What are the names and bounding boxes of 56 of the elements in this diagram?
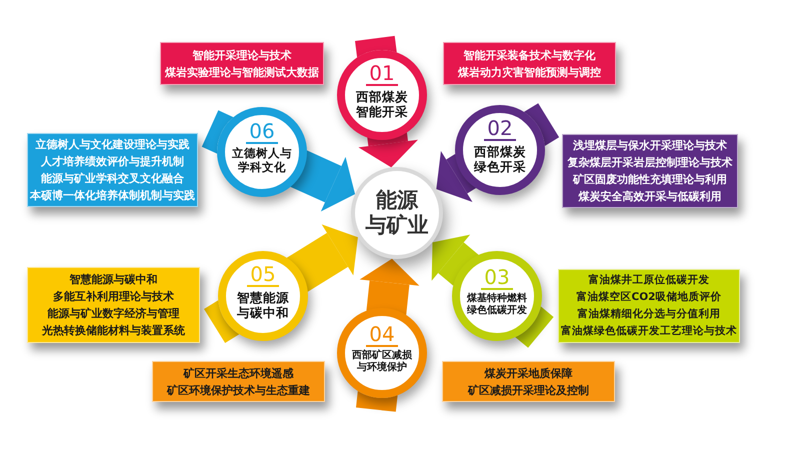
topic-item: 智慧能源与碳中和 — [70, 272, 158, 288]
topic-item: 富油煤井工原位低碳开发 — [588, 272, 710, 288]
topic-item: 多能互补利用理论与技术 — [53, 289, 174, 305]
topic-circle — [455, 105, 545, 195]
topic-item: 能源与矿业学科交叉文化融合 — [41, 171, 184, 187]
topic-box — [27, 133, 198, 207]
topic-item: 浅埋煤层与保水开采理论与技术 — [573, 138, 727, 154]
arrow — [360, 258, 420, 315]
topic-item: 智能开采理论与技术 — [192, 48, 292, 64]
topic-item: 立德树人与文化建设理论与实践 — [36, 137, 190, 153]
topic-circle — [337, 308, 427, 398]
topic-title: 智慧能源与碳中和 — [236, 290, 290, 320]
topic-box — [443, 42, 616, 85]
center-title: 能源与矿业 — [366, 188, 428, 238]
topic-item: 智能开采装备技术与数字化 — [464, 48, 596, 64]
topic-box — [152, 361, 325, 402]
topic-item: 煤岩实验理论与智能测试大数据 — [165, 64, 319, 80]
topic-circle — [337, 50, 427, 140]
topic-number: 03 — [481, 267, 513, 290]
topic-item: 光热转换储能材料与装置系统 — [42, 323, 185, 339]
topic-item: 人才培养绩效评价与提升机制 — [41, 154, 184, 170]
center-circle — [351, 167, 443, 259]
topic-item: 矿区固废功能性充填理论与利用 — [573, 172, 727, 188]
topic-number: 04 — [366, 324, 398, 347]
topic-number: 05 — [247, 264, 279, 287]
topic-number: 06 — [246, 121, 278, 144]
topic-item: 富油煤精细化分选与分值利用 — [578, 306, 720, 322]
topic-box — [442, 361, 615, 402]
topic-number: 01 — [366, 63, 398, 86]
topic-item: 富油煤绿色低碳开发工艺理论与技术 — [561, 324, 737, 339]
topic-circle — [218, 251, 308, 341]
topic-title: 西部煤炭智能开采 — [355, 89, 409, 119]
topic-box — [27, 267, 200, 343]
topic-circle — [217, 107, 307, 197]
topic-title: 西部矿区减损与环境保护 — [351, 350, 413, 374]
topic-title: 煤基特种燃料绿色低碳开发 — [466, 293, 528, 317]
topic-item: 富油煤空区CO2吸储地质评价 — [576, 290, 722, 305]
topic-item: 复杂煤层开采岩层控制理论与技术 — [568, 155, 732, 171]
topic-number: 02 — [484, 118, 516, 141]
topic-title: 西部煤炭绿色开采 — [472, 144, 527, 174]
topic-item: 煤炭开采地质保障 — [484, 366, 572, 382]
topic-title: 立德树人与学科文化 — [231, 147, 293, 175]
arrow — [432, 234, 479, 286]
arrow — [436, 150, 476, 202]
topic-item: 矿区减损开采理论及控制 — [468, 382, 589, 398]
topic-circle — [452, 251, 542, 341]
topic-box — [160, 42, 324, 85]
topic-box — [558, 269, 740, 343]
topic-item: 煤炭安全高效开采与低碳利用 — [578, 189, 722, 205]
topic-box — [562, 134, 738, 208]
topic-item: 煤岩动力灾害智能预测与调控 — [458, 64, 601, 80]
arrow — [358, 132, 418, 168]
topic-item: 能源与矿业数字经济与管理 — [48, 306, 180, 322]
topic-item: 矿区开采生态环境遥感 — [184, 366, 294, 382]
topic-item: 本硕博一体化培养体制机制与实践 — [30, 188, 195, 204]
topic-item: 矿区环境保护技术与生态重建 — [167, 382, 310, 398]
